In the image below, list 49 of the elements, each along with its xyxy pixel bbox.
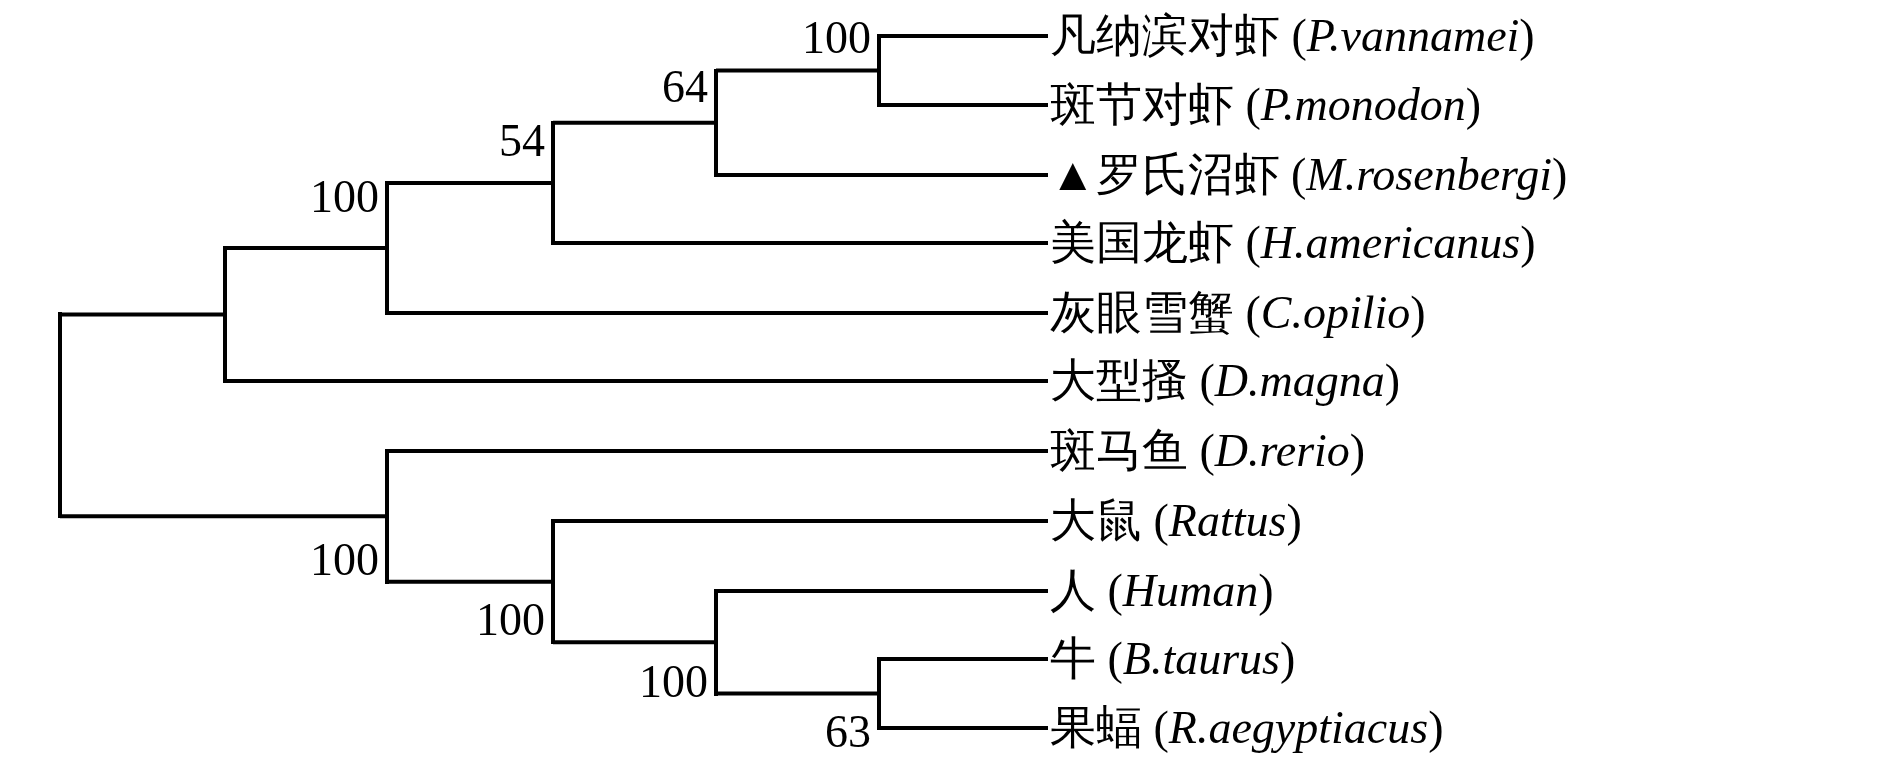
- branch-line: [387, 449, 1048, 453]
- branch-line: [60, 514, 387, 519]
- bootstrap-value: 100: [310, 173, 379, 220]
- branch-bar: [877, 657, 881, 730]
- branch-bar: [385, 449, 389, 584]
- branch-bar: [223, 245, 227, 383]
- taxon-label: 斑马鱼 (D.rerio): [1050, 425, 1366, 477]
- branch-line: [553, 519, 1048, 523]
- branch-line: [225, 379, 1048, 383]
- taxon-label: 人 (Human): [1050, 565, 1274, 617]
- bootstrap-value: 100: [802, 15, 871, 61]
- branch-bar: [551, 120, 555, 245]
- branch-bar: [385, 180, 389, 315]
- bootstrap-value: 100: [639, 658, 708, 705]
- branch-bar: [58, 312, 62, 519]
- branch-line: [553, 640, 716, 645]
- branch-line: [387, 579, 553, 584]
- branch-line: [716, 173, 1048, 177]
- branch-bar: [714, 589, 718, 696]
- bootstrap-value: 64: [662, 63, 708, 110]
- bootstrap-value: 63: [825, 709, 871, 755]
- bootstrap-value: 54: [499, 117, 545, 164]
- branch-line: [387, 180, 553, 185]
- branch-line: [225, 245, 387, 250]
- taxon-label: ▲罗氏沼虾 (M.rosenbergi): [1050, 149, 1568, 201]
- branch-line: [716, 691, 879, 696]
- taxon-label: 斑节对虾 (P.monodon): [1050, 79, 1482, 131]
- bootstrap-value: 100: [476, 597, 545, 644]
- branch-line: [387, 311, 1048, 315]
- branch-bar: [714, 68, 718, 177]
- branch-line: [879, 103, 1048, 107]
- taxon-label: 牛 (B.taurus): [1050, 633, 1296, 685]
- branch-line: [553, 241, 1048, 245]
- branch-line: [879, 34, 1048, 38]
- branch-line: [553, 120, 716, 125]
- taxon-label: 果蝠 (R.aegyptiacus): [1050, 702, 1444, 754]
- taxon-label: 凡纳滨对虾 (P.vannamei): [1050, 10, 1535, 62]
- branch-bar: [877, 34, 881, 107]
- branch-line: [716, 68, 879, 73]
- taxon-label: 美国龙虾 (H.americanus): [1050, 217, 1536, 269]
- branch-line: [879, 657, 1048, 661]
- branch-line: [716, 589, 1048, 593]
- branch-bar: [551, 519, 555, 645]
- taxon-label: 大型搔 (D.magna): [1050, 355, 1401, 407]
- taxon-label: 大鼠 (Rattus): [1050, 495, 1302, 547]
- branch-line: [60, 312, 225, 317]
- bootstrap-value: 100: [310, 536, 379, 583]
- branch-line: [879, 726, 1048, 730]
- taxon-label: 灰眼雪蟹 (C.opilio): [1050, 287, 1426, 339]
